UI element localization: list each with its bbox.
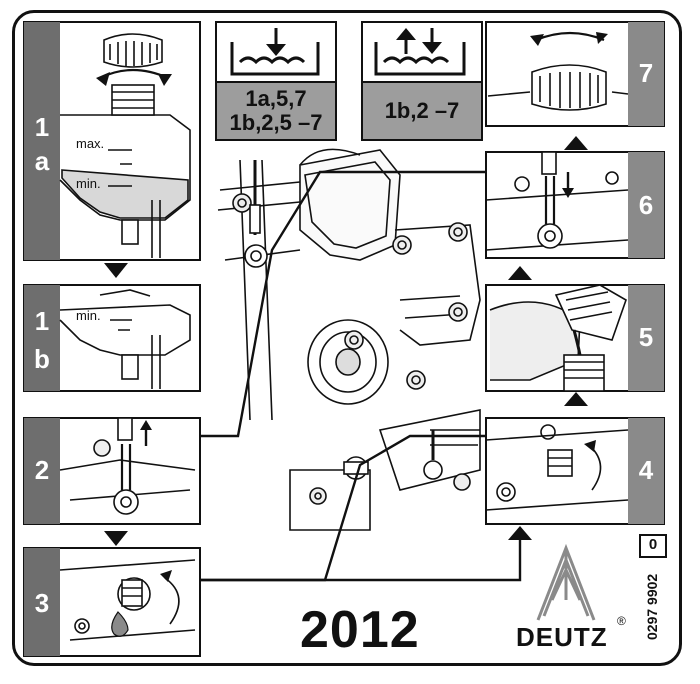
min-mark-label-1b: min.	[76, 308, 101, 323]
panel-step-3	[23, 547, 201, 657]
step-5-number: 5	[638, 322, 654, 352]
arrow-4-to-5	[564, 392, 588, 406]
arrow-to-step-4	[508, 526, 532, 540]
revision-box	[639, 534, 667, 558]
arrow-2-to-3	[104, 531, 128, 546]
flow-arrows	[104, 136, 588, 546]
brand-name: DEUTZ	[516, 622, 608, 652]
header-left-line2: 1b,2,5 –7	[229, 110, 323, 135]
leader-lines	[201, 170, 522, 582]
year-label: 2012	[300, 601, 420, 659]
arrow-5-to-6	[508, 266, 532, 280]
panel-step-4	[485, 417, 665, 525]
step-4-number: 4	[638, 455, 654, 485]
panel-step-2	[23, 417, 201, 525]
engine-illustration	[217, 148, 481, 531]
step-3-number: 3	[34, 588, 50, 618]
arrow-6-to-7	[564, 136, 588, 150]
header-box-left	[215, 21, 337, 141]
step-1a-sub: a	[34, 146, 50, 176]
header-box-right	[361, 21, 483, 141]
header-left-line1: 1a,5,7	[245, 86, 307, 111]
revision-number: 0	[648, 536, 658, 553]
step-2-number: 2	[34, 455, 50, 485]
step-6-number: 6	[638, 190, 654, 220]
max-mark-label: max.	[76, 136, 105, 151]
panel-step-6	[485, 151, 665, 259]
step-1b-sub: b	[34, 344, 50, 374]
panel-step-5	[485, 284, 665, 392]
panel-step-1a	[23, 21, 201, 261]
min-mark-label: min.	[76, 176, 101, 191]
arrow-1a-to-1b	[104, 263, 128, 278]
step-7-number: 7	[638, 58, 654, 88]
panel-step-1b	[23, 284, 201, 392]
step-1b-number: 1	[34, 306, 50, 336]
panel-step-7	[485, 21, 665, 127]
step-1a-number: 1	[34, 112, 50, 142]
trademark-symbol: ®	[617, 614, 626, 628]
header-right-line1: 1b,2 –7	[384, 98, 460, 123]
deutz-logo-symbol	[536, 543, 596, 621]
part-number: 0297 9902	[644, 573, 660, 640]
